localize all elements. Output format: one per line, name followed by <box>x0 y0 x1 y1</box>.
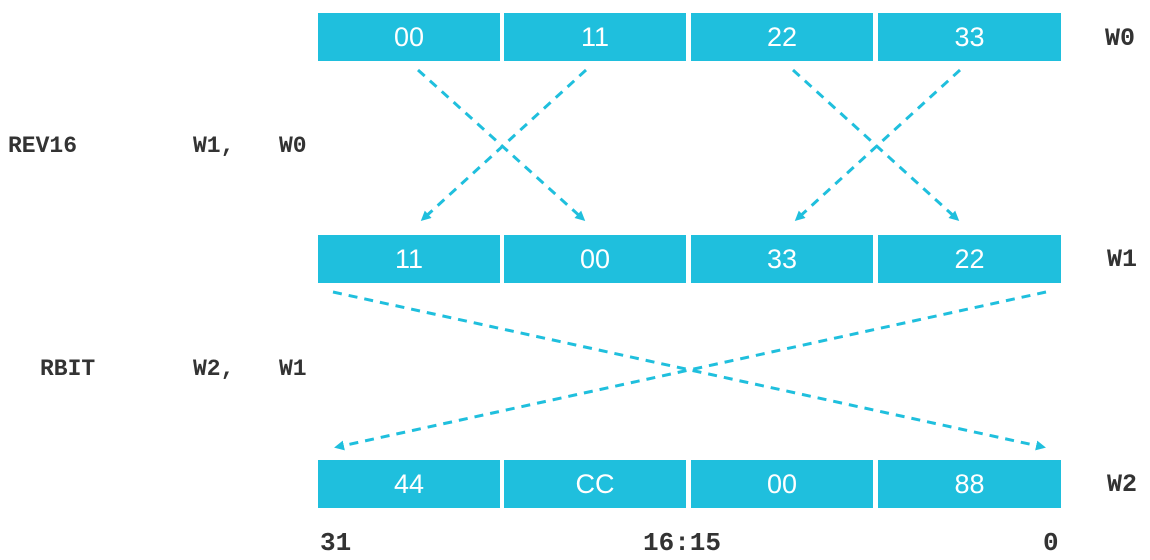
byte-cell: 11 <box>318 235 500 283</box>
byte-cell: 22 <box>878 235 1061 283</box>
byte-cell: 11 <box>504 13 686 61</box>
byte-cell: 88 <box>878 460 1061 508</box>
byte-cell: 00 <box>691 460 873 508</box>
byte-cell: 44 <box>318 460 500 508</box>
byte-cell: 22 <box>691 13 873 61</box>
byte-cell: 00 <box>504 235 686 283</box>
byte-cell: 33 <box>691 235 873 283</box>
byte-cell: 00 <box>318 13 500 61</box>
instruction-dest: W2, <box>193 356 235 382</box>
byte-cell: CC <box>504 460 686 508</box>
arrow-w0-b0-to-w1-b1 <box>416 68 586 222</box>
instruction-dest: W1, <box>193 133 235 159</box>
arrow-w1-left-to-w2-right <box>332 290 1046 451</box>
bit-label-mid: 16:15 <box>643 528 722 558</box>
register-w1: 11 00 33 22 <box>318 235 1061 283</box>
arrow-w0-b1-to-w1-b0 <box>420 68 588 222</box>
byte-cell: 33 <box>878 13 1061 61</box>
bit-label-high: 31 <box>320 528 352 558</box>
instruction-src: W0 <box>279 133 307 159</box>
instruction-mnemonic: RBIT <box>40 356 96 382</box>
arrow-w0-b3-to-w1-b2 <box>794 68 962 222</box>
arrow-w0-b2-to-w1-b3 <box>791 68 960 222</box>
register-w2: 44 CC 00 88 <box>318 460 1061 508</box>
register-w0: 00 11 22 33 <box>318 13 1061 61</box>
register-name-w2: W2 <box>1107 470 1138 499</box>
arrow-w1-right-to-w2-left <box>334 290 1047 451</box>
instruction-mnemonic: REV16 <box>8 133 78 159</box>
instruction-src: W1 <box>279 356 307 382</box>
register-name-w0: W0 <box>1105 24 1136 53</box>
register-name-w1: W1 <box>1107 245 1138 274</box>
bit-label-low: 0 <box>1043 528 1059 558</box>
